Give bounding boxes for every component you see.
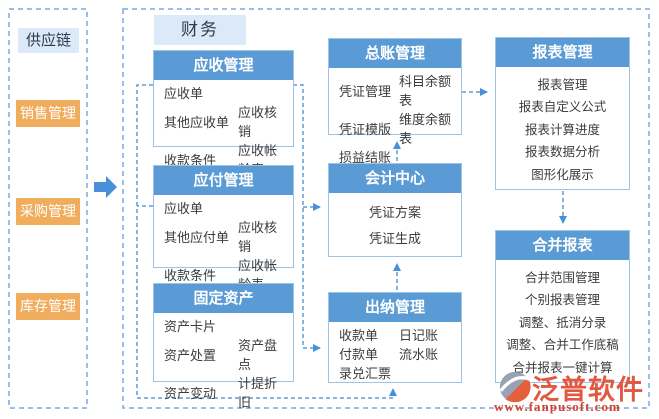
finance-panel-border — [122, 8, 650, 409]
item-label: 凭证方案 — [368, 205, 421, 221]
item-label: 应收单 — [164, 86, 204, 101]
item-label: 维度余额表 — [399, 112, 452, 146]
item-label: 其他应收单 — [164, 114, 230, 130]
supply-chain-title: 供应链 — [18, 28, 79, 53]
supply-chain-item-inventory: 库存管理 — [16, 293, 80, 320]
list-item: 资产处置 资产盘点 — [164, 335, 283, 373]
box-general-ledger-body: 凭证管理 科目余额表 凭证模版 维度余额表 损益结账 — [329, 68, 461, 169]
item-label: 资产盘点 — [238, 338, 278, 372]
box-cashier-title: 出纳管理 — [329, 293, 461, 322]
supply-chain-item-sales: 销售管理 — [16, 100, 80, 127]
connector-right-bracket-to-cashier — [293, 84, 321, 352]
supply-to-finance-arrow-icon — [94, 176, 117, 198]
box-fixed-assets-body: 资产卡片 资产处置 资产盘点 资产变动 计提折旧 — [154, 313, 293, 414]
item-label: 图形化展示 — [531, 167, 594, 182]
list-item: 录兑汇票 — [339, 363, 451, 382]
item-label: 资产处置 — [164, 347, 217, 363]
box-accounting-center: 会计中心 凭证方案 凭证生成 — [328, 163, 462, 257]
finance-tab: 财务 — [154, 15, 246, 45]
item-label: 资产变动 — [164, 385, 217, 401]
item-label: 个别报表管理 — [524, 293, 600, 307]
item-label: 合并范围管理 — [524, 270, 600, 285]
item-label: 日记账 — [399, 328, 439, 343]
item-label: 其他应付单 — [164, 229, 230, 245]
item-label: 付款单 — [339, 347, 379, 362]
list-item: 其他应收单 应收核销 — [164, 102, 283, 140]
list-item: 应收单 — [164, 198, 283, 217]
list-item: 应收单 — [164, 83, 283, 102]
box-payables-body: 应收单 其他应付单 应收核销 收款条件 应收帐龄表 — [154, 195, 293, 296]
item-label: 应收单 — [164, 201, 204, 216]
list-item: 凭证管理 科目余额表 — [339, 71, 451, 109]
item-label: 应收核销 — [238, 220, 278, 254]
item-label: 报表自定义公式 — [518, 100, 607, 114]
item-label: 凭证模版 — [339, 121, 392, 137]
item-label: 报表管理 — [537, 77, 588, 92]
item-label: 损益结账 — [339, 150, 392, 165]
box-payables: 应付管理 应收单 其他应付单 应收核销 收款条件 应收帐龄表 — [153, 165, 294, 292]
item-label: 资产卡片 — [164, 319, 217, 334]
item-label: 应收核销 — [238, 105, 278, 139]
box-consolidation: 合并报表 合并范围管理 个别报表管理 调整、抵消分录 调整、合并工作底稿 合并报… — [495, 230, 630, 383]
box-fixed-assets: 固定资产 资产卡片 资产处置 资产盘点 资产变动 计提折旧 — [153, 283, 294, 410]
list-item: 付款单 流水账 — [339, 344, 451, 363]
item-label: 科目余额表 — [399, 74, 452, 108]
box-payables-title: 应付管理 — [154, 166, 293, 195]
box-reports-body: 报表管理 报表自定义公式 报表计算进度 报表数据分析 图形化展示 — [496, 67, 629, 189]
item-label: 报表数据分析 — [524, 145, 600, 159]
box-general-ledger-title: 总账管理 — [329, 39, 461, 68]
item-label: 收款条件 — [164, 152, 217, 168]
item-label: 收款条件 — [164, 267, 217, 283]
box-general-ledger: 总账管理 凭证管理 科目余额表 凭证模版 维度余额表 损益结账 — [328, 38, 462, 165]
box-receivables-title: 应收管理 — [154, 51, 293, 80]
item-label: 凭证管理 — [339, 83, 392, 99]
box-accounting-center-body: 凭证方案 凭证生成 — [329, 193, 461, 256]
box-accounting-center-title: 会计中心 — [329, 164, 461, 193]
list-item: 损益结账 — [339, 147, 451, 166]
item-label: 调整、合并工作底稿 — [506, 338, 619, 352]
box-fixed-assets-title: 固定资产 — [154, 284, 293, 313]
item-label: 计提折旧 — [238, 376, 278, 410]
box-reports: 报表管理 报表管理 报表自定义公式 报表计算进度 报表数据分析 图形化展示 — [495, 37, 630, 190]
box-cashier-body: 收款单 日记账 付款单 流水账 录兑汇票 — [329, 322, 461, 385]
list-item: 资产卡片 — [164, 316, 283, 335]
box-cashier: 出纳管理 收款单 日记账 付款单 流水账 录兑汇票 — [328, 292, 462, 383]
supply-chain-panel-border — [8, 8, 88, 409]
item-label: 凭证生成 — [368, 230, 421, 246]
item-label: 录兑汇票 — [339, 366, 392, 381]
box-receivables: 应收管理 应收单 其他应收单 应收核销 收款条件 应收帐龄表 — [153, 50, 294, 177]
item-label: 流水账 — [399, 347, 439, 362]
connector-left-bracket-to-cashier — [136, 84, 397, 399]
item-label: 收款单 — [339, 328, 379, 343]
item-label: 调整、抵消分录 — [518, 315, 607, 330]
list-item: 其他应付单 应收核销 — [164, 217, 283, 255]
list-item: 资产变动 计提折旧 — [164, 373, 283, 411]
item-label: 合并报表一键计算 — [512, 360, 613, 375]
list-item: 凭证模版 维度余额表 — [339, 109, 451, 147]
box-consolidation-title: 合并报表 — [496, 231, 629, 260]
box-reports-title: 报表管理 — [496, 38, 629, 67]
item-label: 报表计算进度 — [524, 122, 600, 137]
supply-chain-item-procurement: 采购管理 — [16, 198, 80, 225]
list-item: 收款单 日记账 — [339, 325, 451, 344]
box-consolidation-body: 合并范围管理 个别报表管理 调整、抵消分录 调整、合并工作底稿 合并报表一键计算 — [496, 260, 629, 382]
